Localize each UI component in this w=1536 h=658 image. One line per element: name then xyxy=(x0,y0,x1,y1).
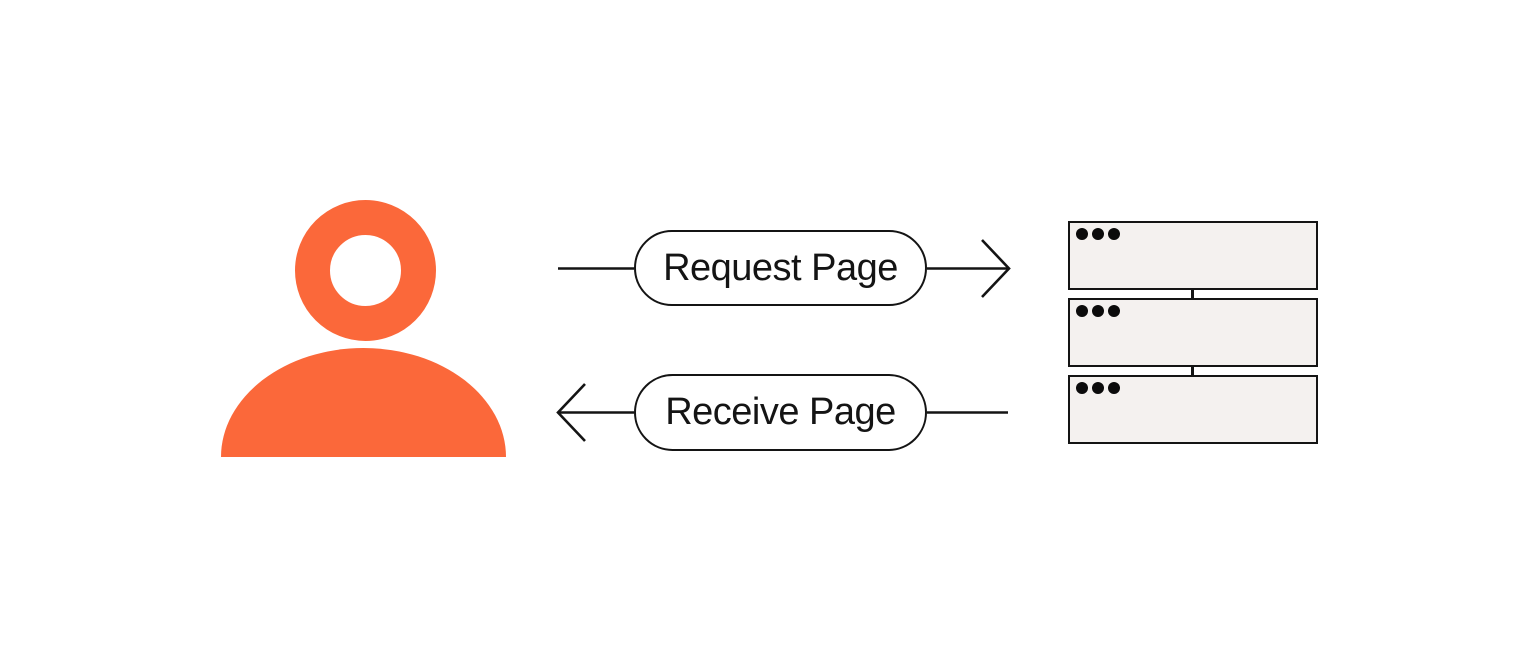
user-body-icon xyxy=(221,348,506,457)
receive-page-label-pill: Receive Page xyxy=(634,374,927,451)
arrowhead-right-icon xyxy=(981,239,1011,298)
user-head-icon xyxy=(295,200,436,341)
server-connector-line xyxy=(1191,366,1194,376)
server-led-dot xyxy=(1076,382,1088,394)
server-led-dot xyxy=(1092,382,1104,394)
server-led-dot xyxy=(1076,228,1088,240)
server-stack-icon xyxy=(1068,221,1318,452)
request-page-label: Request Page xyxy=(663,246,898,289)
server-led-dot xyxy=(1108,382,1120,394)
arrowhead-left-icon xyxy=(556,383,586,442)
server-led-dot xyxy=(1092,305,1104,317)
request-page-label-pill: Request Page xyxy=(634,230,927,306)
server-led-dot xyxy=(1108,228,1120,240)
server-led-dot xyxy=(1076,305,1088,317)
server-unit xyxy=(1068,298,1318,367)
server-led-dot xyxy=(1092,228,1104,240)
server-connector-line xyxy=(1191,289,1194,299)
server-unit xyxy=(1068,375,1318,444)
server-led-dot xyxy=(1108,305,1120,317)
receive-page-label: Receive Page xyxy=(665,391,896,433)
server-unit xyxy=(1068,221,1318,290)
